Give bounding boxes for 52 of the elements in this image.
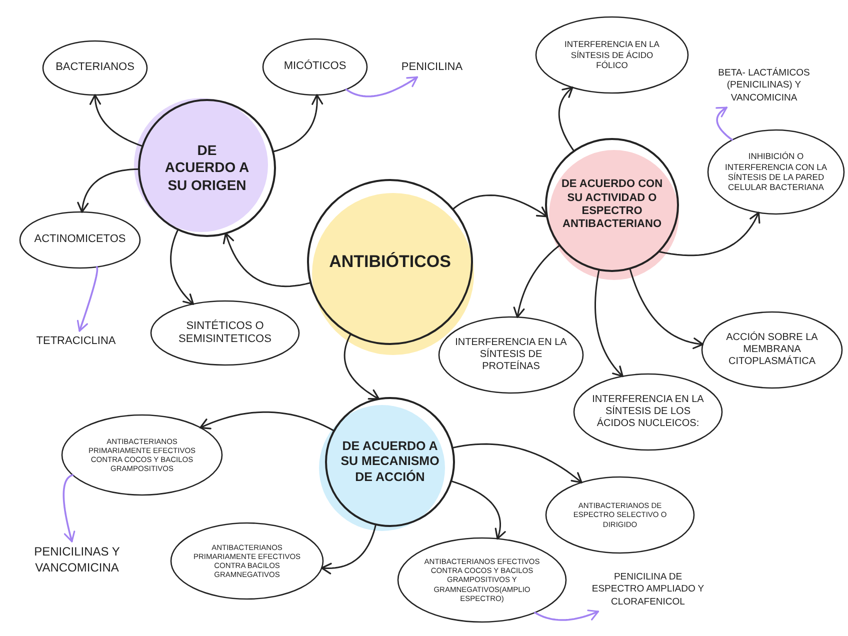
curved-arrow [77, 168, 140, 213]
note-text: PENICILINA [400, 60, 464, 74]
ellipse-text: INHIBICIÓN O INTERFERENCIA CON LA SÍNTESIS DE LA PARED CELULAR BACTERIANA [724, 151, 828, 193]
circle-title: DE ACUERDO A SU MECANISMO DE ACCIÓN [340, 439, 440, 485]
curved-arrow [89, 94, 144, 147]
topic-ellipse [438, 316, 584, 394]
topic-ellipse [535, 16, 689, 94]
curved-arrow [272, 94, 324, 152]
note-text: PENICILINA DE ESPECTRO AMPLIADO Y CLORAFENICOL [591, 571, 705, 609]
curved-arrow [452, 443, 582, 484]
curved-arrow [170, 228, 194, 305]
ellipse-text: INTERFERENCIA EN LA SÍNTESIS DE PROTEÍNAS [454, 336, 568, 374]
topic-ellipse [61, 414, 223, 496]
central-title: ANTIBIÓTICOS [328, 252, 452, 272]
topic-ellipse [150, 300, 300, 366]
curved-arrow [452, 194, 548, 218]
ellipse-text: BACTERIANOS [55, 61, 135, 75]
topic-ellipse [262, 38, 368, 96]
topic-ellipse [707, 129, 845, 215]
ellipse-text: SINTÉTICOS O SEMISINTETICOS [178, 320, 272, 346]
curved-arrow [558, 86, 575, 152]
curved-arrow [534, 610, 600, 621]
curved-arrow [513, 244, 560, 318]
topic-ellipse [573, 373, 723, 451]
note-text: TETRACICLINA [36, 334, 116, 348]
note-text: PENICILINAS Y VANCOMICINA [34, 544, 120, 576]
ellipse-text: ACCIÓN SOBRE LA MEMBRANA CITOPLASMÁTICA [726, 332, 818, 368]
curved-arrow [200, 411, 335, 432]
curved-arrow [658, 212, 760, 256]
circle-title: DE ACUERDO CON SU ACTIVIDAD O ESPECTRO ANTIBACTERIANO [560, 178, 664, 232]
ellipse-text: INTERFERENCIA EN LA SÍNTESIS DE ÁCIDO FÓLICO [564, 39, 660, 71]
curved-arrow [76, 266, 98, 332]
curved-arrow [222, 232, 312, 288]
ellipse-text: MICÓTICOS [283, 60, 347, 74]
note-text: BETA- LACTÁMICOS (PENICILINAS) Y VANCOMICINA [718, 67, 810, 105]
curved-arrow [344, 333, 380, 400]
curved-arrow [62, 474, 76, 542]
curved-arrow [450, 480, 506, 540]
topic-ellipse [545, 476, 695, 554]
curved-arrow [594, 268, 624, 378]
curved-arrow [716, 106, 734, 141]
circle-title: DE ACUERDO A SU ORIGEN [164, 142, 250, 194]
curved-arrow [629, 268, 704, 350]
topic-ellipse [19, 211, 141, 269]
curved-arrow [345, 76, 418, 98]
topic-ellipse [170, 522, 324, 600]
topic-ellipse [701, 311, 843, 389]
curved-arrow [320, 524, 377, 574]
ellipse-text: INTERFERENCIA EN LA SÍNTESIS DE LOS ÁCIDOS NUCLEICOS: [592, 394, 704, 430]
ellipse-text: ACTINOMICETOS [34, 233, 126, 247]
topic-ellipse [42, 40, 148, 96]
topic-ellipse [397, 537, 567, 623]
